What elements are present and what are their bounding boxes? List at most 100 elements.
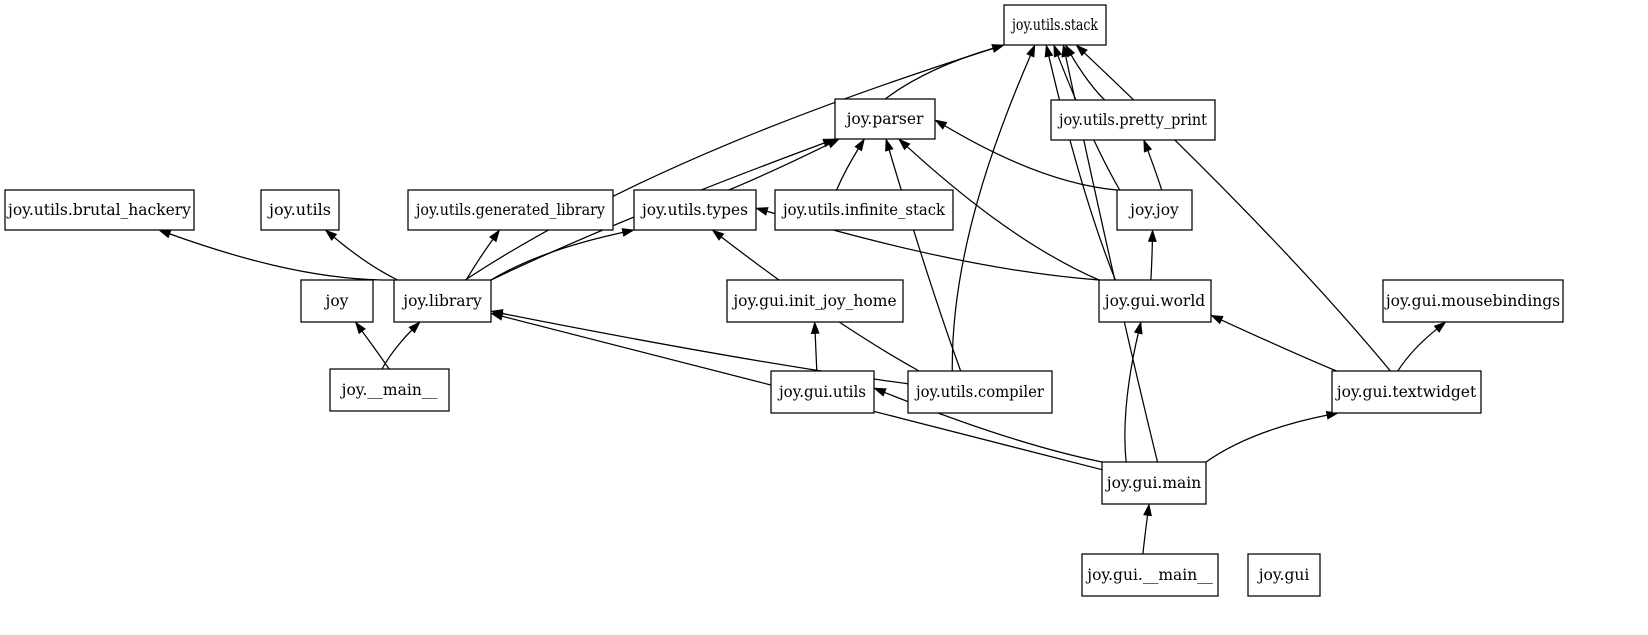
edge-joy-gui-main-to-joy-gui-textwidget	[1205, 414, 1329, 463]
node-joy-utils-compiler[interactable]: joy.utils.compiler	[907, 370, 1053, 414]
arrowhead-joy-utils-compiler-to-joy-utils-types	[711, 229, 725, 241]
arrowhead-joy-joy-to-joy-utils-pretty-print	[1143, 139, 1153, 153]
node-label-joy-utils: joy.utils	[267, 201, 331, 219]
arrowhead-joy-main-to-joy-library	[408, 321, 421, 334]
edge-joy-parser-to-joy-utils-stack	[884, 47, 995, 100]
node-joy-gui-main[interactable]: joy.gui.main	[1101, 461, 1207, 505]
node-label-joy-utils-pretty-print: joy.utils.pretty_print	[1057, 111, 1208, 129]
node-label-joy-main: joy.__main__	[340, 381, 438, 399]
arrowhead-joy-utils-types-to-joy-parser	[826, 138, 841, 149]
arrowhead-joy-gui-main-to-joy-utils-stack	[1061, 44, 1071, 58]
node-box-joy-gui-init-joy-home[interactable]	[726, 279, 904, 323]
arrowhead-joy-utils-compiler-to-joy-parser	[885, 138, 894, 152]
node-box-joy-gui-world[interactable]	[1098, 279, 1212, 323]
node-box-joy-utils[interactable]	[260, 189, 340, 231]
edge-joy-joy-to-joy-utils-pretty-print	[1146, 149, 1163, 191]
edge-joy-gui-textwidget-to-joy-gui-world	[1219, 318, 1337, 372]
node-box-joy-utils-brutal-hackery[interactable]	[4, 189, 195, 231]
arrowhead-joy-gui-world-to-joy-joy	[1147, 229, 1157, 242]
node-box-joy-utils-infinite-stack[interactable]	[774, 189, 954, 231]
node-label-joy-utils-stack: joy.utils.stack	[1010, 16, 1098, 34]
edge-joy-utils-compiler-to-joy-parser	[888, 148, 962, 372]
node-box-joy-gui-utils[interactable]	[770, 370, 875, 414]
node-box-joy-gui-main[interactable]	[1101, 461, 1207, 505]
arrowhead-joy-utils-infinite-stack-to-joy-parser	[854, 138, 865, 152]
node-joy-gui-init-joy-home[interactable]: joy.gui.init_joy_home	[726, 279, 904, 323]
node-box-joy[interactable]	[300, 279, 374, 323]
node-joy-utils-pretty-print[interactable]: joy.utils.pretty_print	[1050, 99, 1216, 141]
edge-joy-gui-utils-to-joy-gui-init-joy-home	[814, 331, 818, 372]
arrowhead-joy-library-to-joy-utils-brutal-hackery	[158, 229, 172, 239]
node-joy-utils-stack[interactable]: joy.utils.stack	[1003, 4, 1107, 46]
node-joy-utils-generated-library[interactable]: joy.utils.generated_library	[407, 189, 614, 231]
node-label-joy-utils-generated-library: joy.utils.generated_library	[414, 201, 605, 219]
arrowhead-joy-gui-main-to-joy-gui-utils	[873, 387, 887, 397]
node-box-joy-gui-main[interactable]	[1081, 553, 1219, 597]
edge-joy-utils-compiler-to-joy-utils-stack	[951, 53, 1032, 372]
node-label-joy-parser: joy.parser	[845, 110, 924, 128]
node-joy[interactable]: joy	[300, 279, 374, 323]
arrowhead-joy-gui-world-to-joy-utils-types	[755, 207, 769, 216]
edge-joy-library-to-joy-utils	[332, 235, 398, 281]
arrowhead-joy-main-to-joy	[354, 321, 366, 335]
node-joy-utils[interactable]: joy.utils	[260, 189, 340, 231]
node-label-joy: joy	[324, 292, 349, 310]
edge-joy-utils-types-to-joy-parser	[728, 142, 831, 191]
node-label-joy-gui-main: joy.gui.main	[1105, 474, 1201, 492]
node-box-joy-utils-stack[interactable]	[1003, 4, 1107, 46]
edge-joy-gui-world-to-joy-utils-stack	[1047, 54, 1116, 281]
node-joy-gui[interactable]: joy.gui	[1247, 553, 1321, 597]
node-box-joy-utils-generated-library[interactable]	[407, 189, 614, 231]
node-joy-parser[interactable]: joy.parser	[834, 98, 936, 140]
node-joy-library[interactable]: joy.library	[393, 279, 492, 323]
edge-joy-library-to-joy-utils-stack	[464, 47, 995, 281]
node-box-joy-parser[interactable]	[834, 98, 936, 140]
arrowhead-joy-joy-to-joy-parser	[934, 119, 948, 130]
arrowhead-joy-library-to-joy-utils-generated-library	[489, 229, 501, 243]
node-box-joy-library[interactable]	[393, 279, 492, 323]
node-joy-joy[interactable]: joy.joy	[1116, 189, 1193, 231]
arrowhead-joy-gui-world-to-joy-utils-stack	[1044, 44, 1054, 58]
arrowhead-joy-gui-main-to-joy-gui-main	[1143, 503, 1152, 517]
node-label-joy-joy: joy.joy	[1128, 201, 1179, 219]
arrowhead-joy-gui-textwidget-to-joy-utils-stack	[1075, 44, 1088, 57]
node-box-joy-utils-types[interactable]	[633, 189, 757, 231]
arrowhead-joy-library-to-joy-utils-types	[621, 228, 635, 237]
node-box-joy-gui[interactable]	[1247, 553, 1321, 597]
arrowhead-joy-parser-to-joy-utils-stack	[991, 44, 1005, 53]
node-label-joy-utils-infinite-stack: joy.utils.infinite_stack	[781, 201, 945, 219]
arrowhead-joy-gui-main-to-joy-library	[490, 312, 504, 321]
edge-joy-library-to-joy-utils-generated-library	[465, 237, 495, 281]
edge-joy-utils-infinite-stack-to-joy-parser	[836, 147, 860, 191]
edge-joy-library-to-joy-utils-brutal-hackery	[168, 232, 395, 281]
node-label-joy-utils-brutal-hackery: joy.utils.brutal_hackery	[6, 201, 191, 219]
edge-joy-main-to-joy-library	[381, 328, 414, 370]
node-joy-utils-types[interactable]: joy.utils.types	[633, 189, 757, 231]
node-joy-gui-mousebindings[interactable]: joy.gui.mousebindings	[1382, 279, 1564, 323]
node-box-joy-utils-pretty-print[interactable]	[1050, 99, 1216, 141]
node-box-joy-main[interactable]	[329, 368, 450, 412]
node-joy-main[interactable]: joy.__main__	[329, 368, 450, 412]
edge-joy-gui-main-to-joy-gui-world	[1124, 331, 1140, 463]
node-label-joy-gui-mousebindings: joy.gui.mousebindings	[1384, 292, 1560, 310]
node-joy-utils-infinite-stack[interactable]: joy.utils.infinite_stack	[774, 189, 954, 231]
node-label-joy-gui-textwidget: joy.gui.textwidget	[1335, 383, 1477, 401]
arrowhead-joy-library-to-joy-utils	[324, 229, 338, 241]
node-box-joy-utils-compiler[interactable]	[907, 370, 1053, 414]
edge-joy-main-to-joy	[360, 329, 390, 370]
node-layer: joy.utils.stack joy.parser joy.utils.prett…	[4, 4, 1564, 597]
node-joy-gui-utils[interactable]: joy.gui.utils	[770, 370, 875, 414]
node-joy-gui-main[interactable]: joy.gui.__main__	[1081, 553, 1219, 597]
node-box-joy-gui-mousebindings[interactable]	[1382, 279, 1564, 323]
node-label-joy-library: joy.library	[401, 292, 482, 310]
edge-joy-gui-main-to-joy-gui-utils	[883, 391, 1103, 463]
arrowhead-joy-utils-compiler-to-joy-utils-stack	[1026, 44, 1036, 58]
node-joy-gui-world[interactable]: joy.gui.world	[1098, 279, 1212, 323]
node-label-joy-gui-world: joy.gui.world	[1103, 292, 1206, 310]
node-joy-utils-brutal-hackery[interactable]: joy.utils.brutal_hackery	[4, 189, 195, 231]
node-box-joy-joy[interactable]	[1116, 189, 1193, 231]
node-joy-gui-textwidget[interactable]: joy.gui.textwidget	[1331, 370, 1482, 414]
arrowhead-joy-joy-to-joy-utils-stack	[1053, 44, 1063, 58]
node-box-joy-gui-textwidget[interactable]	[1331, 370, 1482, 414]
